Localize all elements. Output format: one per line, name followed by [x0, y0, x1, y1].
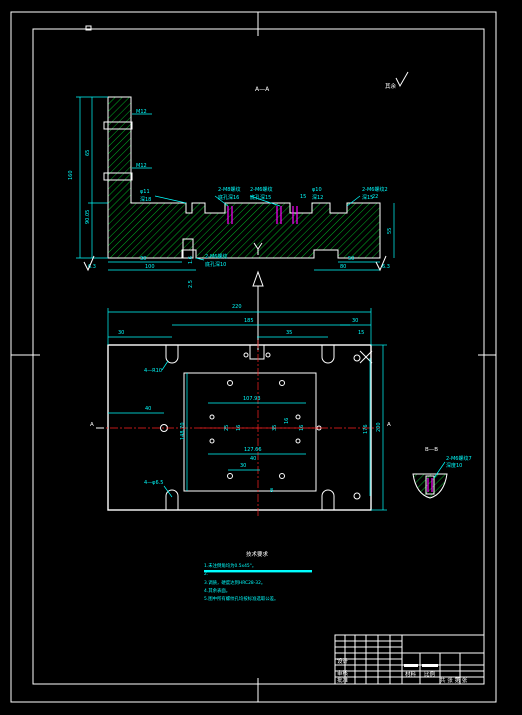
plan-outline — [107, 344, 372, 511]
dim-lower-height: 90.05 — [85, 210, 91, 224]
plan-callouts: 4—R10 4—φ6.5 — [144, 360, 173, 498]
ra-left: 6.3 — [88, 264, 96, 270]
callout-r10: 4—R10 — [144, 368, 162, 374]
dim-22: 22 — [372, 194, 378, 200]
dim-15-right: 15 — [358, 330, 364, 336]
dim-30-right: 30 — [352, 318, 358, 324]
dim-176: 176 — [363, 424, 369, 434]
section-arrow — [252, 270, 264, 350]
tech-req-item-5: 5.图中所有螺纹孔均按标准选取公差。 — [204, 595, 278, 602]
section-aa-callouts: M12 M12 φ11 深18 2-M8螺纹 底孔深16 2-M6螺纹 底孔深1… — [132, 109, 388, 268]
callout-m6-mid: 2-M6螺纹 — [250, 186, 272, 193]
callout-m6-mid-depth: 底孔深15 — [250, 194, 271, 201]
dim-25: 2.5 — [188, 280, 194, 288]
dim-30b: 30 — [240, 463, 246, 469]
plan-center-lines — [96, 340, 380, 516]
title-approver: 批准 — [337, 676, 349, 684]
title-scale: 比例 — [424, 670, 436, 678]
dim-127: 127.66 — [244, 447, 262, 453]
dim-100: 100 — [145, 264, 155, 270]
callout-m8-left: 2-M8螺纹 — [218, 186, 240, 193]
centering-marks — [11, 12, 496, 702]
plan-dimensions: 220 185 35 30 30 15 40 107.93 127.66 40 … — [107, 304, 387, 511]
callout-m6-right: 2-M6螺纹2 — [362, 186, 388, 193]
corner-marker — [85, 25, 92, 31]
dim-upper-height: 65 — [85, 150, 91, 156]
callout-m6-bottom-depth: 底孔深10 — [205, 261, 226, 268]
dim-30-left: 30 — [118, 330, 124, 336]
dim-16c: 16 — [299, 425, 305, 431]
dim-148: 148.70 — [180, 423, 186, 441]
dim-50: 50 — [348, 256, 354, 262]
callout-bb: 2-M6螺纹7 — [446, 455, 472, 462]
tech-req-item-1: 1.未注倒角均为0.5x45°。 — [204, 562, 256, 569]
dim-35b: 35 — [272, 425, 278, 431]
section-aa-dimensions: 160 65 90.05 55 30 100 50 80 6.3 6.3 2.5… — [68, 96, 395, 288]
title-checker: 审核 — [337, 669, 349, 677]
title-block: 材料 比例 共 张 第 张 设计 审核 批准 — [334, 634, 485, 685]
tech-req-item-3: 3.调质，硬度达到HRC28-32。 — [204, 579, 265, 586]
svg-text:其余: 其余 — [385, 82, 397, 90]
svg-text:A: A — [387, 422, 391, 428]
section-aa-view — [103, 96, 381, 259]
dim-15: 15 — [300, 194, 306, 200]
callout-m6-right-depth: 深15 — [362, 194, 373, 201]
dim-185: 185 — [244, 318, 254, 324]
tech-req-title: 技术要求 — [246, 550, 269, 558]
callout-sink12: 深12 — [312, 194, 323, 201]
ra-right: 6.3 — [382, 264, 390, 270]
callout-phi65: 4—φ6.5 — [144, 480, 163, 486]
section-bb-label: B—B — [425, 447, 438, 453]
callout-phi11: φ11 — [140, 189, 150, 195]
outer-border — [10, 11, 497, 703]
dim-200: 200 — [376, 422, 382, 432]
callout-m12-mid: M12 — [136, 163, 147, 169]
section-mark-a: A A — [90, 422, 391, 429]
callout-sink18: 深18 — [140, 196, 151, 203]
dim-80: 80 — [340, 264, 346, 270]
plan-inner-pocket — [183, 372, 317, 492]
callout-bb-depth: 深度10 — [446, 462, 462, 469]
dim-right-height: 55 — [387, 228, 393, 234]
dim-total-height: 160 — [68, 170, 74, 180]
dim-16b: 16 — [284, 418, 290, 424]
dim-30: 30 — [140, 256, 146, 262]
tech-req-item-4: 4.其余表面。 — [204, 587, 230, 594]
dim-40b: 40 — [250, 456, 256, 462]
section-bb-view: B—B 2-M6螺纹7 深度10 — [412, 447, 472, 499]
callout-m12-top: M12 — [136, 109, 147, 115]
title-designer: 设计 — [337, 657, 349, 665]
dim-25a: 25 — [224, 425, 230, 431]
tech-requirements: 技术要求 1.未注倒角均为0.5x45°。 2. 3.调质，硬度达到HRC28-… — [204, 550, 312, 602]
callout-m6-bottom: 2-M6螺纹 — [205, 253, 227, 260]
section-aa-body — [107, 96, 381, 259]
dim-overall-width: 220 — [232, 304, 242, 310]
roughness-note: 其余 — [385, 71, 409, 90]
title-sheet: 共 张 第 张 — [440, 676, 468, 684]
dim-40: 40 — [145, 406, 151, 412]
tech-req-item-2: 2. — [204, 571, 208, 577]
dim-107: 107.93 — [243, 396, 261, 402]
callout-phi10: φ10 — [312, 187, 322, 193]
dim-35: 35 — [286, 330, 292, 336]
svg-text:A: A — [90, 422, 94, 428]
section-aa-label: A—A — [255, 86, 270, 93]
dim-16a: 16 — [236, 425, 242, 431]
dim-8: 8 — [270, 488, 273, 494]
title-material: 材料 — [405, 670, 417, 678]
callout-m8-left-depth: 底孔深16 — [218, 194, 239, 201]
dim-16: 1.6 — [188, 256, 194, 264]
